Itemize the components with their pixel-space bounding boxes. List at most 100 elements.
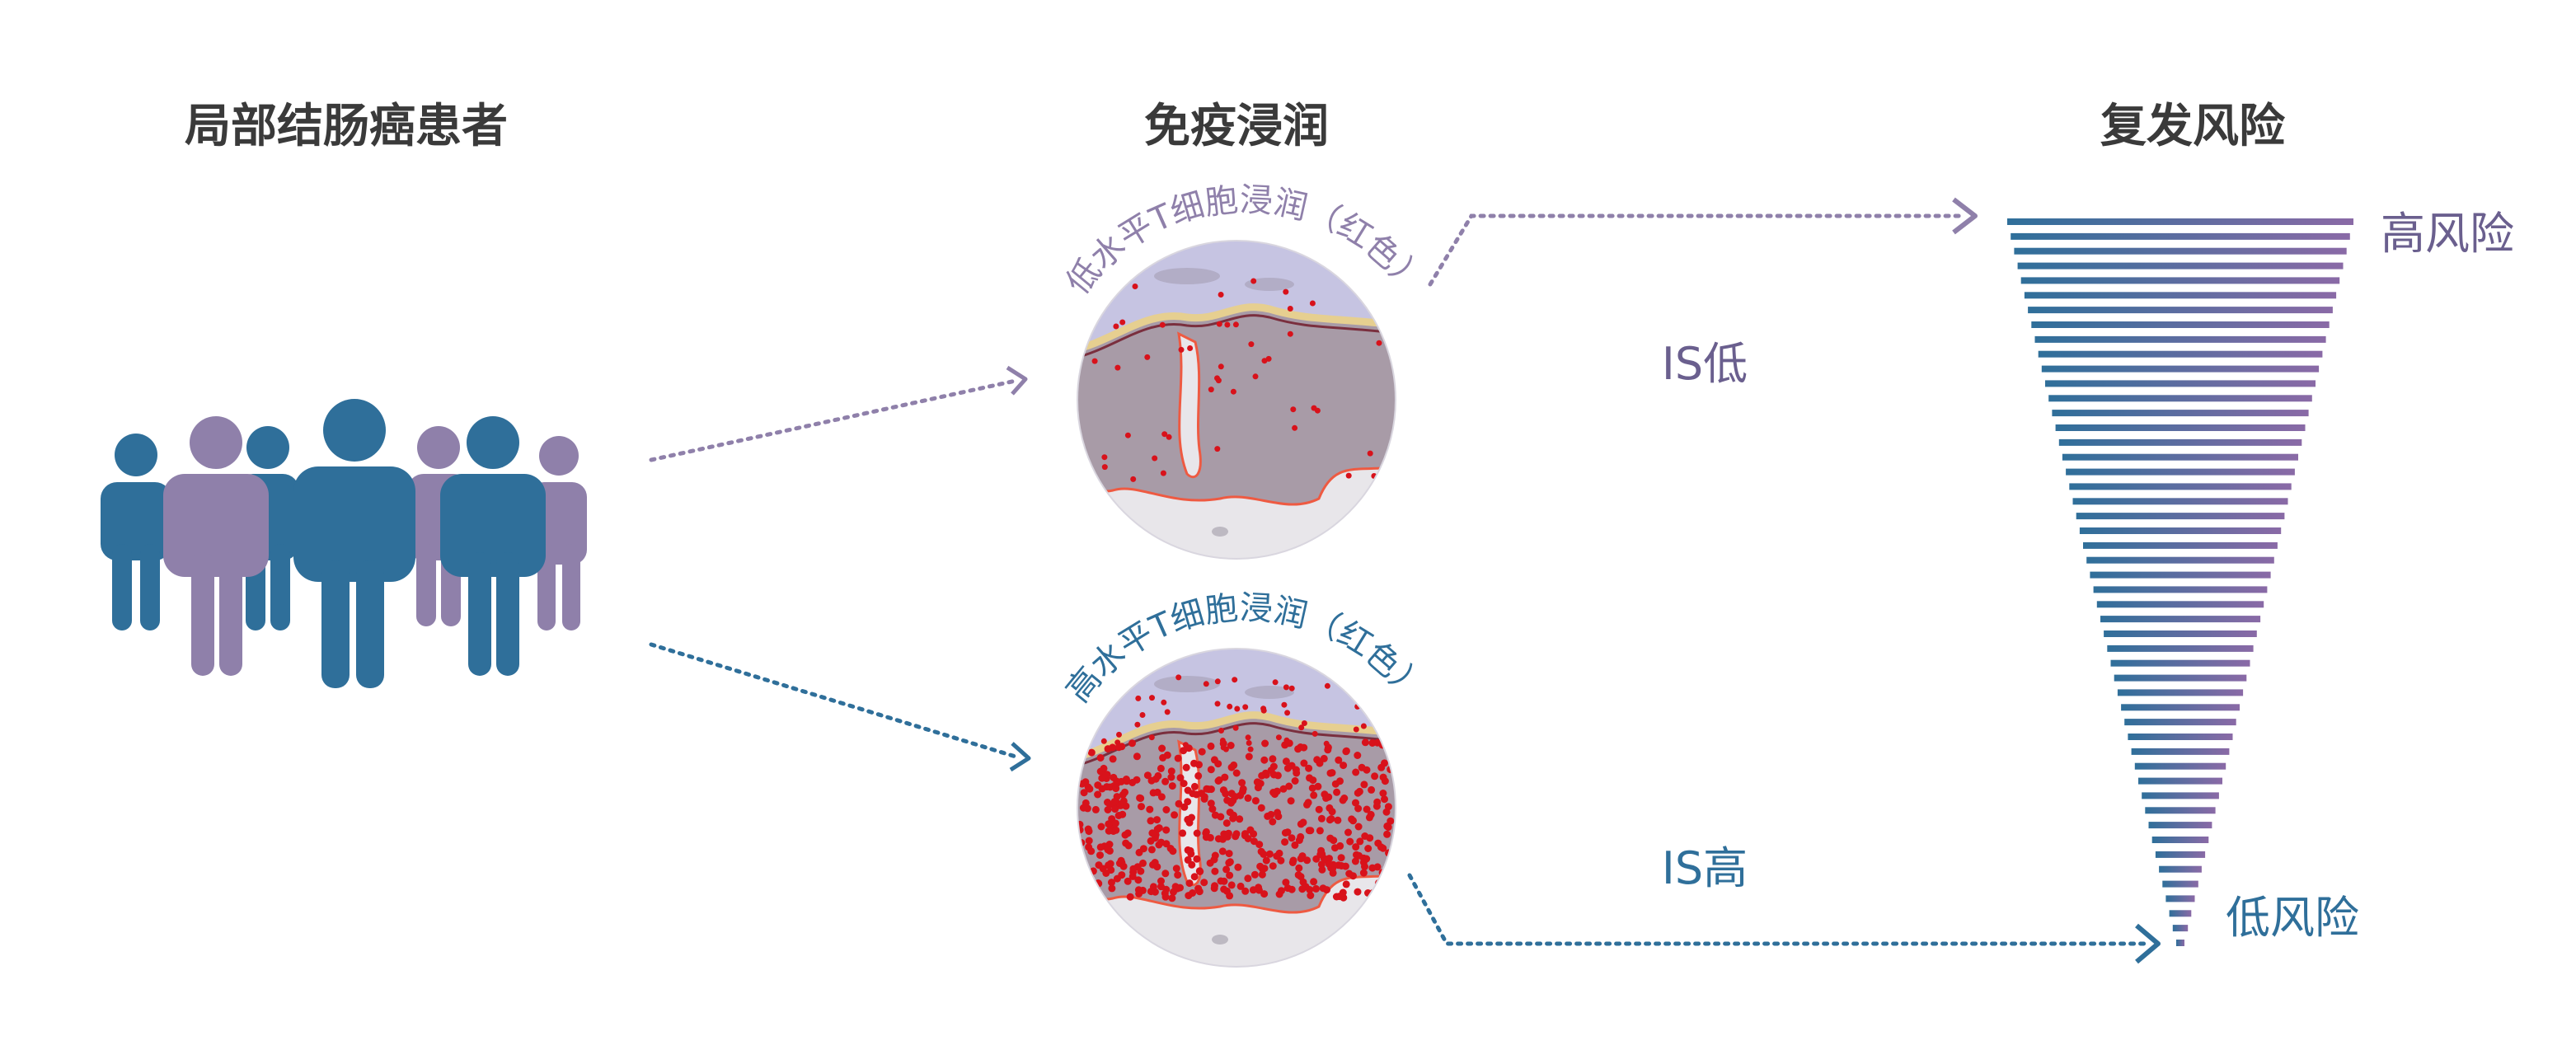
t-cell-dot: [1180, 803, 1189, 811]
t-cell-dot: [1319, 884, 1327, 893]
t-cell-dot: [1149, 883, 1157, 891]
t-cell-dot: [1227, 742, 1235, 749]
t-cell-dot: [1331, 780, 1340, 788]
t-cell-dot: [1255, 886, 1263, 894]
t-cell-dot: [1081, 867, 1089, 875]
t-cell-dot: [1200, 793, 1208, 801]
arrow-high-to-low-risk: [1407, 873, 2161, 964]
t-cell-dot: [1287, 797, 1295, 805]
funnel-bar: [2076, 513, 2285, 520]
funnel-bar: [2007, 218, 2353, 225]
t-cell-dot: [1352, 843, 1360, 851]
t-cell-dot: [1220, 877, 1228, 885]
t-cell-dot: [1287, 306, 1293, 312]
t-cell-dot: [1083, 873, 1091, 881]
t-cell-dot: [1309, 776, 1317, 785]
t-cell-dot: [1354, 789, 1362, 797]
t-cell-dot: [1288, 834, 1296, 842]
t-cell-dot: [1119, 319, 1126, 326]
t-cell-dot: [1200, 879, 1208, 887]
t-cell-dot: [1105, 820, 1113, 828]
t-cell-dot: [1176, 884, 1184, 892]
t-cell-dot: [1221, 773, 1229, 781]
t-cell-dot: [1214, 777, 1222, 785]
funnel-bar: [2121, 704, 2240, 711]
t-cell-dot: [1258, 870, 1266, 879]
t-cell-dot: [1110, 773, 1118, 781]
t-cell-dot: [1360, 723, 1367, 729]
t-cell-dot: [1353, 726, 1359, 733]
t-cell-dot: [1363, 855, 1371, 863]
t-cell-dot: [1255, 841, 1264, 849]
t-cell-dot: [1218, 363, 1224, 370]
funnel-bar: [2041, 365, 2320, 373]
t-cell-dot: [1203, 681, 1209, 687]
t-cell-dot: [1381, 795, 1388, 804]
t-cell-dot: [1091, 805, 1100, 813]
t-cell-dot: [1298, 885, 1307, 893]
t-cell-dot: [1282, 757, 1290, 766]
t-cell-dot: [1274, 813, 1283, 821]
t-cell-dot: [1361, 863, 1368, 870]
t-cell-dot: [1382, 714, 1388, 720]
t-cell-dot: [1133, 752, 1141, 761]
t-cell-dot: [1379, 790, 1387, 797]
t-cell-dot: [1244, 794, 1252, 802]
t-cell-dot: [1254, 778, 1262, 786]
t-cell-dot: [1335, 756, 1343, 764]
t-cell-dot: [1211, 867, 1219, 875]
t-cell-dot: [1079, 729, 1086, 735]
t-cell-dot: [1114, 743, 1123, 752]
is-low-label: IS低: [1662, 338, 1748, 390]
t-cell-dot: [1290, 406, 1297, 413]
funnel-bar: [2083, 541, 2278, 549]
t-cell-dot: [1379, 881, 1387, 889]
t-cell-dot: [1161, 777, 1170, 785]
t-cell-dot: [1351, 857, 1359, 865]
t-cell-dot: [1332, 893, 1340, 901]
t-cell-dot: [1202, 833, 1210, 841]
t-cell-dot: [1278, 887, 1285, 895]
t-cell-dot: [1288, 859, 1297, 866]
t-cell-dot: [1190, 782, 1199, 790]
t-cell-dot: [1260, 756, 1269, 764]
t-cell-dot: [1129, 675, 1136, 682]
t-cell-dot: [1294, 745, 1302, 753]
t-cell-dot: [1251, 797, 1260, 805]
t-cell-dot: [1077, 892, 1085, 900]
t-cell-dot: [1230, 388, 1236, 395]
t-cell-dot: [1190, 873, 1199, 881]
funnel-bar: [2052, 410, 2309, 417]
t-cell-dot: [1116, 731, 1122, 738]
t-cell-dot: [1139, 859, 1147, 867]
t-cell-dot: [1260, 890, 1269, 898]
t-cell-dot: [1234, 863, 1242, 871]
t-cell-dot: [1096, 754, 1105, 762]
t-cell-dot: [1167, 773, 1175, 781]
low-risk-label: 低风险: [2226, 892, 2359, 944]
t-cell-dot: [1168, 782, 1176, 790]
t-cell-dot: [1144, 354, 1151, 360]
t-cell-dot: [1128, 673, 1134, 679]
t-cell-dot: [1207, 766, 1215, 774]
t-cell-dot: [1260, 707, 1267, 714]
t-cell-dot: [1179, 829, 1187, 837]
t-cell-dot: [1354, 752, 1362, 759]
t-cell-dot: [1249, 886, 1257, 894]
t-cell-dot: [1294, 871, 1302, 879]
is-high-label: IS高: [1662, 842, 1748, 894]
t-cell-dot: [1218, 292, 1224, 298]
t-cell-dot: [1167, 767, 1175, 776]
t-cell-dot: [1269, 862, 1277, 870]
funnel-bar: [2172, 925, 2189, 932]
t-cell-dot: [1292, 766, 1300, 774]
t-cell-dot: [1310, 791, 1318, 799]
t-cell-dot: [1250, 278, 1257, 284]
t-cell-dot: [1152, 455, 1158, 462]
t-cell-dot: [1153, 825, 1161, 833]
t-cell-dot: [1368, 739, 1377, 747]
t-cell-dot: [1339, 888, 1347, 897]
funnel-bar: [2110, 659, 2250, 667]
t-cell-dot: [1214, 701, 1221, 707]
